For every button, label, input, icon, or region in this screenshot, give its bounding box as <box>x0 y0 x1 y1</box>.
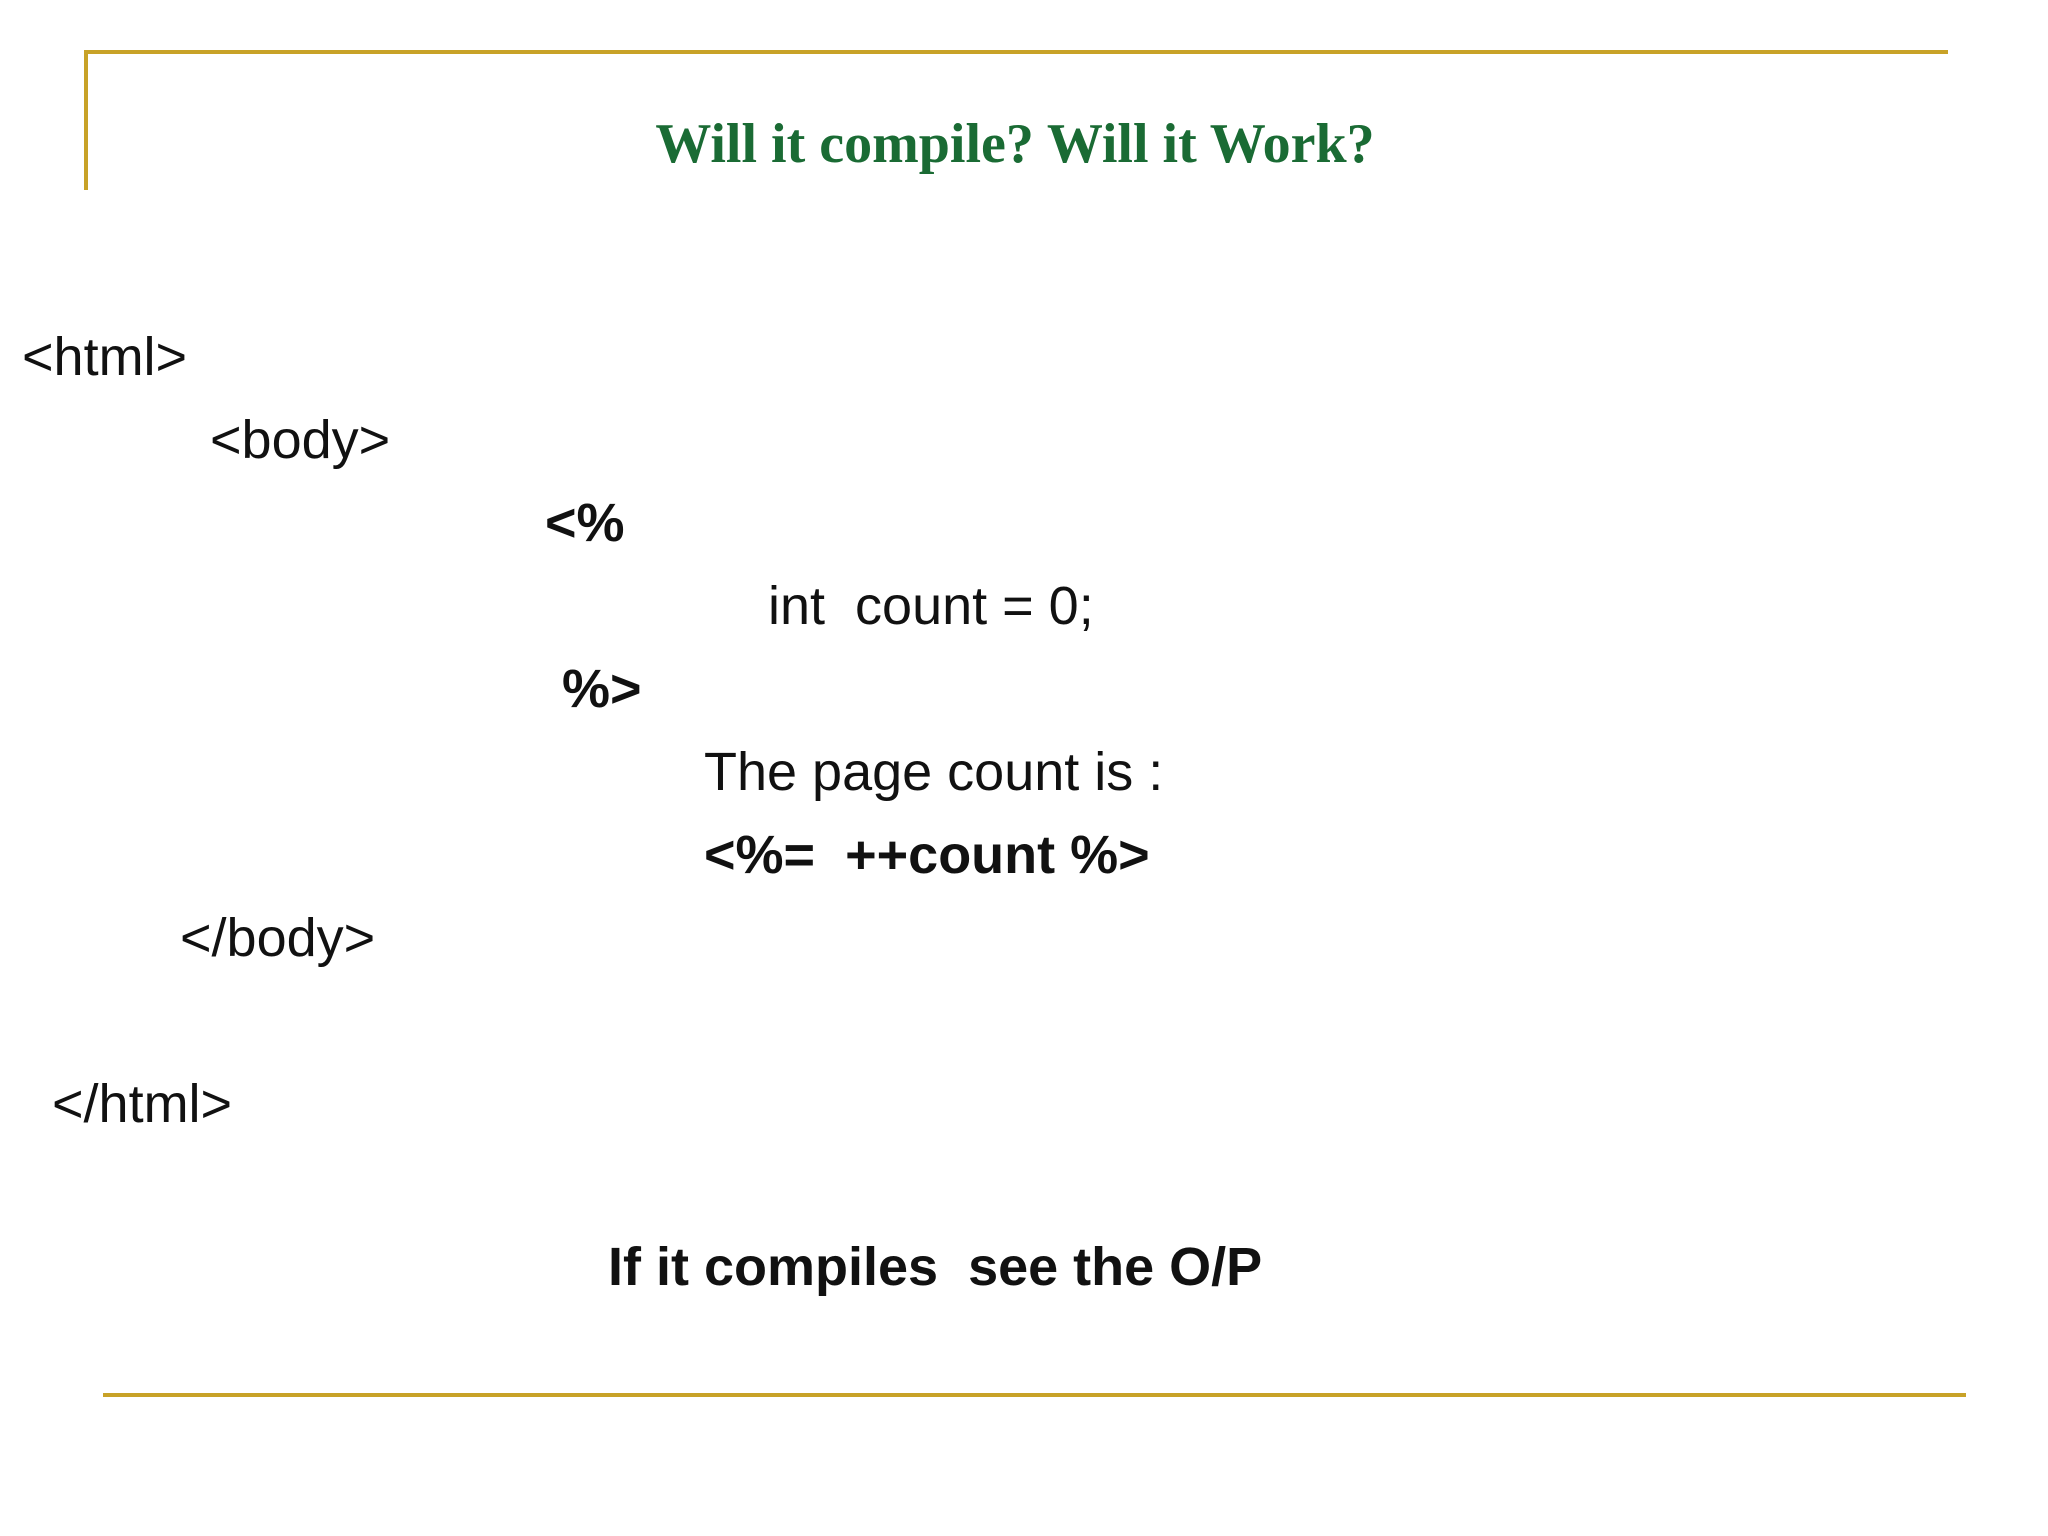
code-line-expression: <%= ++count %> <box>704 825 1150 885</box>
code-line-body-open: <body> <box>210 410 391 470</box>
footer-note: If it compiles see the O/P <box>608 1237 1263 1297</box>
frame-bottom-rule <box>103 1393 1966 1397</box>
frame-left-rule <box>84 50 88 190</box>
code-line-html-close: </html> <box>52 1074 233 1134</box>
code-line-scriptlet-open: <% <box>545 493 625 553</box>
code-line-page-count-text: The page count is : <box>704 742 1164 802</box>
code-line-html-open: <html> <box>22 327 188 387</box>
code-line-body-close: </body> <box>180 908 376 968</box>
code-line-scriptlet-close: %> <box>562 659 642 719</box>
slide-title: Will it compile? Will it Work? <box>655 113 1375 175</box>
frame-top-rule <box>84 50 1948 54</box>
code-line-declaration: int count = 0; <box>768 576 1094 636</box>
